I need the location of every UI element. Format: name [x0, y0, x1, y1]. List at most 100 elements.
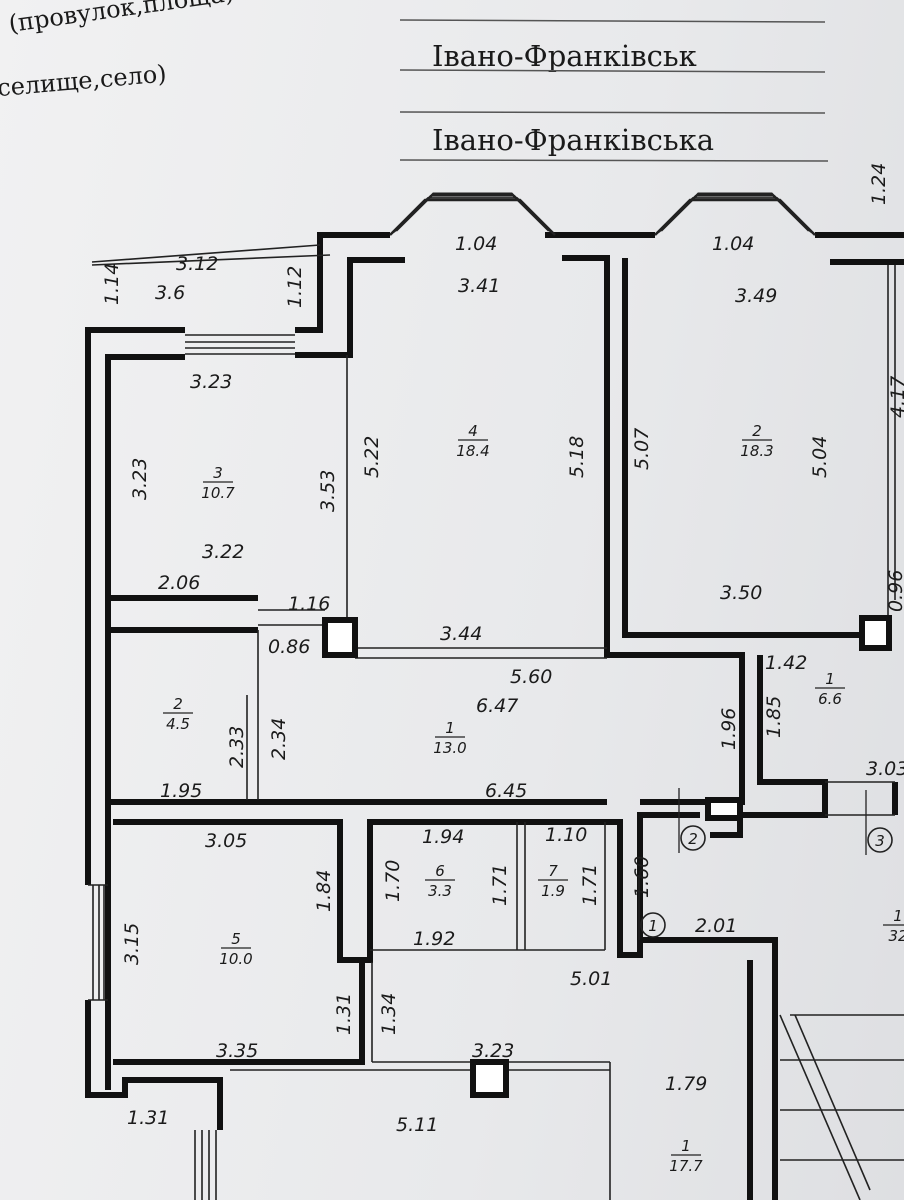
room-area: 13.0	[433, 739, 466, 757]
room-number: 1	[893, 907, 903, 925]
dimension-label: 4.17	[887, 376, 904, 418]
marker-number: 3	[875, 832, 885, 850]
room-number: 1	[825, 670, 835, 688]
bay-window	[395, 192, 550, 232]
dimension-label: 3.35	[216, 1040, 258, 1062]
bay-window	[660, 192, 810, 232]
dimension-label: 1.34	[378, 993, 400, 1035]
dimension-label: 1.95	[160, 780, 202, 802]
room-number: 3	[213, 464, 223, 482]
section-marker: 2	[678, 788, 706, 853]
dimension-label: 1.85	[763, 696, 785, 738]
wall	[113, 962, 365, 1065]
dimension-label: 1.04	[712, 233, 754, 255]
room-label: 510.0	[219, 930, 252, 968]
dimension-label: 1.31	[333, 993, 355, 1035]
room-area: 1.9	[541, 882, 565, 900]
dimension-label: 3.05	[205, 830, 247, 852]
dimension-label: 0.96	[885, 570, 904, 612]
room-area: 10.7	[201, 484, 235, 502]
dimension-label: 2.33	[226, 726, 248, 768]
room-number: 7	[548, 862, 558, 880]
room-number: 2	[752, 422, 762, 440]
bay-window	[658, 195, 812, 233]
dimension-label: 3.22	[202, 541, 244, 563]
dimension-label: 1.92	[413, 928, 455, 950]
wall	[295, 257, 405, 358]
column	[470, 1059, 509, 1098]
dimension-label: 1.14	[101, 263, 123, 305]
region-field: Івано-Франківська	[432, 123, 714, 157]
dimension-label: 1.10	[545, 824, 587, 846]
room-number: 6	[435, 862, 445, 880]
dimension-label: 3.03	[866, 758, 904, 780]
dimension-label: 5.01	[570, 968, 612, 990]
marker-circle	[640, 912, 666, 938]
dimension-label: 5.11	[396, 1114, 438, 1136]
dimension-label: 2.06	[158, 572, 200, 594]
room-label: 117.7	[669, 1137, 703, 1175]
marker-circle	[680, 825, 706, 851]
bay-window	[389, 198, 556, 236]
marker-circle	[867, 827, 893, 853]
dimension-label: 3.41	[458, 275, 500, 297]
form-underline	[399, 159, 829, 162]
dimension-label: 1.84	[313, 870, 335, 912]
dimension-label: 1.94	[422, 826, 464, 848]
dimension-label: 2.34	[268, 718, 290, 760]
form-underline	[399, 111, 826, 114]
dimension-label: 1.31	[127, 1107, 169, 1129]
dimension-label: 3.23	[129, 458, 151, 500]
bay-window	[656, 197, 814, 235]
dimension-label: 5.22	[361, 436, 383, 478]
dimension-label: 0.86	[268, 636, 310, 658]
thin-partition	[779, 1014, 861, 1200]
room-label: 16.6	[815, 670, 845, 708]
column	[859, 615, 892, 651]
section-marker: 3	[865, 790, 893, 855]
dimension-label: 3.23	[190, 371, 232, 393]
room-number: 4	[468, 422, 478, 440]
bay-window	[654, 198, 816, 236]
marker-number: 1	[648, 917, 658, 935]
room-area: 17.7	[669, 1157, 703, 1175]
wall	[105, 354, 185, 1090]
room-label: 113.0	[433, 719, 466, 757]
dimension-label: 1.60	[631, 856, 653, 898]
dimension-label: 6.45	[485, 780, 527, 802]
wall	[640, 937, 778, 1200]
street-type-caption: (провулок,площа)	[7, 0, 236, 38]
wall	[562, 255, 745, 805]
city-field: Івано-Франківськ	[432, 39, 697, 73]
column	[705, 797, 743, 821]
bay-window	[393, 195, 552, 233]
room-area: 18.3	[740, 442, 773, 460]
wall	[85, 1000, 223, 1130]
room-area: 6.6	[818, 690, 842, 708]
dimension-label: 6.47	[476, 695, 518, 717]
section-marker: 1	[638, 875, 666, 940]
dimension-label: 1.71	[489, 864, 511, 906]
room-number: 1	[681, 1137, 691, 1155]
room-label: 218.3	[740, 422, 773, 460]
walls	[85, 192, 904, 1200]
thin-partition	[794, 1014, 871, 1191]
dimension-label: 3.6	[155, 282, 185, 304]
marker-number: 2	[688, 830, 698, 848]
room-number: 2	[173, 695, 183, 713]
room-area: 10.0	[219, 950, 252, 968]
dimension-label: 3.12	[176, 253, 218, 275]
form-underline	[399, 19, 826, 23]
room-label: 63.3	[425, 862, 455, 900]
dimension-label: 1.71	[579, 864, 601, 906]
dimension-label: 5.60	[510, 666, 552, 688]
form-underline	[399, 69, 826, 73]
dimension-label: 3.50	[720, 582, 762, 604]
bay-window	[391, 197, 554, 235]
thin-partition	[91, 254, 331, 266]
room-label: 310.7	[201, 464, 235, 502]
settlement-caption: селище,село)	[0, 59, 168, 102]
section-markers: 1 2 3	[638, 788, 893, 940]
